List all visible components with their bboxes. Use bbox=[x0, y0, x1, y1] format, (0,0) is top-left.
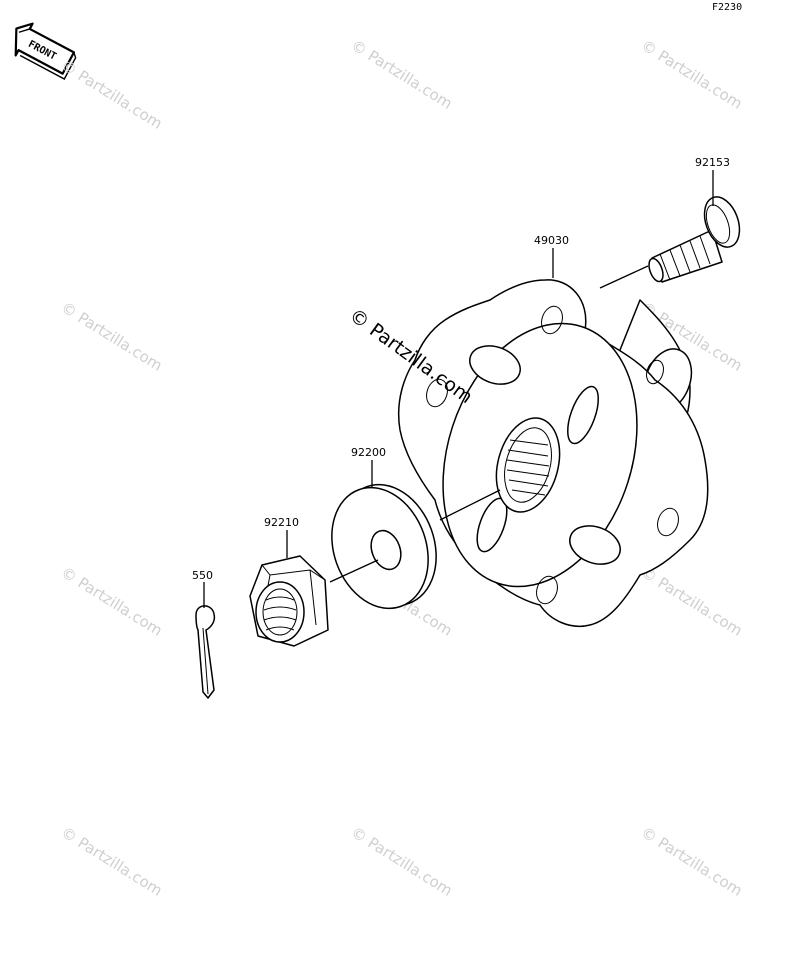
watermark: © Partzilla.com bbox=[58, 298, 166, 375]
watermark: © Partzilla.com bbox=[638, 563, 746, 640]
wheel-hub-drawing bbox=[397, 279, 709, 627]
front-arrow-icon: FRONT bbox=[14, 22, 77, 80]
diagram-code: F2230 bbox=[712, 2, 742, 13]
leader-lines bbox=[203, 170, 714, 608]
part-label-92153[interactable]: 92153 bbox=[695, 156, 730, 169]
cotter-pin-drawing bbox=[195, 605, 216, 699]
hub-nut-drawing bbox=[249, 555, 329, 647]
watermark: © Partzilla.com bbox=[638, 36, 746, 113]
part-label-92200[interactable]: 92200 bbox=[351, 446, 386, 459]
watermark: © Partzilla.com bbox=[58, 56, 166, 133]
part-label-49030[interactable]: 49030 bbox=[534, 234, 569, 247]
wheel-stud-drawing bbox=[648, 196, 741, 283]
part-label-92210[interactable]: 92210 bbox=[264, 516, 299, 529]
part-label-550[interactable]: 550 bbox=[192, 569, 213, 582]
watermark: © Partzilla.com bbox=[348, 823, 456, 900]
watermark: © Partzilla.com bbox=[638, 823, 746, 900]
watermark: © Partzilla.com bbox=[58, 823, 166, 900]
watermark: © Partzilla.com bbox=[58, 563, 166, 640]
watermark: © Partzilla.com bbox=[348, 36, 456, 113]
washer-drawing bbox=[331, 483, 437, 610]
